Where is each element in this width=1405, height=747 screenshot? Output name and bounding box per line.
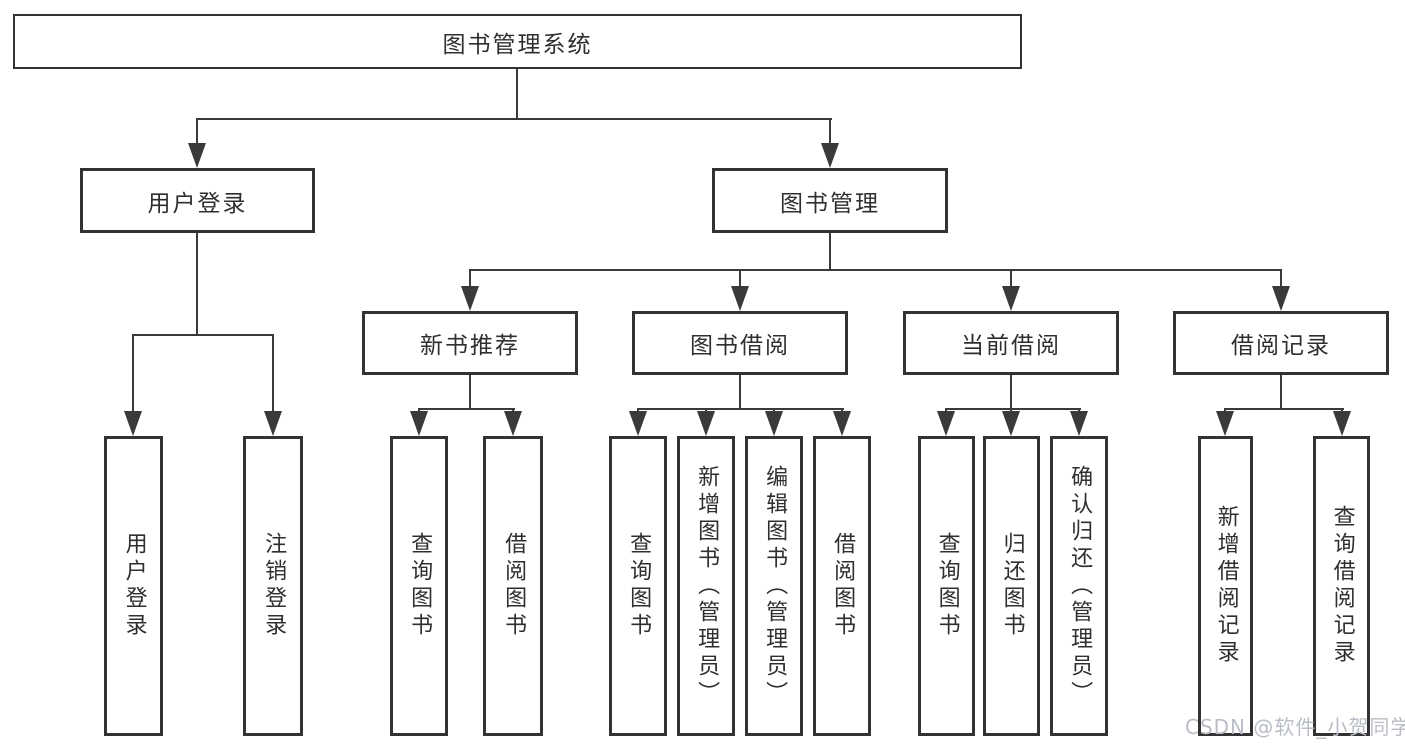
leaf-add-book-admin: 新增图书（管理员） <box>677 436 735 736</box>
leaf-logout-login-label: 注销登录 <box>261 532 287 640</box>
leaf-add-borrow-record-label: 新增借阅记录 <box>1213 505 1239 667</box>
connector-line <box>1010 269 1012 288</box>
connector-line <box>739 269 741 288</box>
leaf-query-books-recommend: 查询图书 <box>390 436 448 736</box>
leaf-borrow-books-recommend-label: 借阅图书 <box>501 532 527 640</box>
leaf-confirm-return-admin-label: 确认归还（管理员） <box>1067 464 1093 708</box>
leaf-add-book-admin-label: 新增图书（管理员） <box>694 464 720 708</box>
leaf-query-books-current: 查询图书 <box>918 436 975 736</box>
node-book-management: 图书管理 <box>712 168 948 233</box>
leaf-add-borrow-record: 新增借阅记录 <box>1198 436 1253 736</box>
leaf-edit-book-admin: 编辑图书（管理员） <box>745 436 803 736</box>
connector-line <box>132 334 134 412</box>
arrow-down-icon <box>410 411 428 436</box>
leaf-confirm-return-admin: 确认归还（管理员） <box>1050 436 1108 736</box>
leaf-edit-book-admin-label: 编辑图书（管理员） <box>762 464 788 708</box>
arrow-down-icon <box>188 143 206 168</box>
connector-line <box>196 118 198 145</box>
leaf-borrow-books-recommend: 借阅图书 <box>483 436 543 736</box>
node-root-label: 图书管理系统 <box>442 31 593 58</box>
arrow-down-icon <box>629 411 647 436</box>
connector-line <box>196 233 198 335</box>
arrow-down-icon <box>1002 411 1020 436</box>
arrow-down-icon <box>765 411 783 436</box>
node-borrowing-records: 借阅记录 <box>1173 311 1389 375</box>
connector-line <box>516 68 518 119</box>
node-current-borrowing: 当前借阅 <box>903 311 1119 375</box>
node-current-borrowing-label: 当前借阅 <box>961 333 1061 359</box>
arrow-down-icon <box>1272 286 1290 311</box>
leaf-query-borrow-record: 查询借阅记录 <box>1313 436 1370 736</box>
connector-line <box>1224 408 1344 410</box>
arrow-down-icon <box>1070 411 1088 436</box>
arrow-down-icon <box>1333 411 1351 436</box>
arrow-down-icon <box>124 411 142 436</box>
node-new-book-recommendation-label: 新书推荐 <box>420 333 520 359</box>
arrow-down-icon <box>821 143 839 168</box>
connector-line <box>196 118 832 120</box>
connector-line <box>469 269 1282 271</box>
node-user-login-label: 用户登录 <box>147 190 248 217</box>
arrow-down-icon <box>697 411 715 436</box>
connector-line <box>829 233 831 271</box>
leaf-query-books-borrowing: 查询图书 <box>609 436 667 736</box>
node-new-book-recommendation: 新书推荐 <box>362 311 578 375</box>
arrow-down-icon <box>1216 411 1234 436</box>
connector-line <box>469 269 471 288</box>
connector-line <box>132 334 274 336</box>
node-book-borrowing: 图书借阅 <box>632 311 848 375</box>
leaf-return-books: 归还图书 <box>983 436 1040 736</box>
node-book-borrowing-label: 图书借阅 <box>690 333 790 359</box>
arrow-down-icon <box>731 286 749 311</box>
leaf-query-borrow-record-label: 查询借阅记录 <box>1329 505 1355 667</box>
arrow-down-icon <box>461 286 479 311</box>
connector-line <box>469 375 471 409</box>
node-book-management-label: 图书管理 <box>780 190 880 217</box>
leaf-user-login: 用户登录 <box>104 436 163 736</box>
arrow-down-icon <box>833 411 851 436</box>
leaf-query-books-borrowing-label: 查询图书 <box>626 532 652 640</box>
node-root: 图书管理系统 <box>13 14 1022 69</box>
connector-line <box>945 408 1081 410</box>
arrow-down-icon <box>937 411 955 436</box>
leaf-query-books-current-label: 查询图书 <box>934 532 960 640</box>
leaf-logout-login: 注销登录 <box>243 436 303 736</box>
arrow-down-icon <box>1002 286 1020 311</box>
arrow-down-icon <box>504 411 522 436</box>
leaf-borrow-books-borrowing-label: 借阅图书 <box>830 532 856 640</box>
connector-line <box>637 408 844 410</box>
node-user-login: 用户登录 <box>80 168 315 233</box>
connector-line <box>829 118 831 145</box>
leaf-return-books-label: 归还图书 <box>999 532 1025 640</box>
connector-line <box>1280 375 1282 409</box>
arrow-down-icon <box>264 411 282 436</box>
connector-line <box>1010 375 1012 409</box>
leaf-borrow-books-borrowing: 借阅图书 <box>813 436 871 736</box>
connector-line <box>418 408 515 410</box>
leaf-query-books-recommend-label: 查询图书 <box>407 532 433 640</box>
connector-line <box>1280 269 1282 288</box>
leaf-user-login-label: 用户登录 <box>121 532 147 640</box>
watermark: CSDN @软件_小贺同学 <box>1185 715 1405 739</box>
connector-line <box>272 334 274 412</box>
node-borrowing-records-label: 借阅记录 <box>1231 333 1331 359</box>
connector-line <box>739 375 741 409</box>
